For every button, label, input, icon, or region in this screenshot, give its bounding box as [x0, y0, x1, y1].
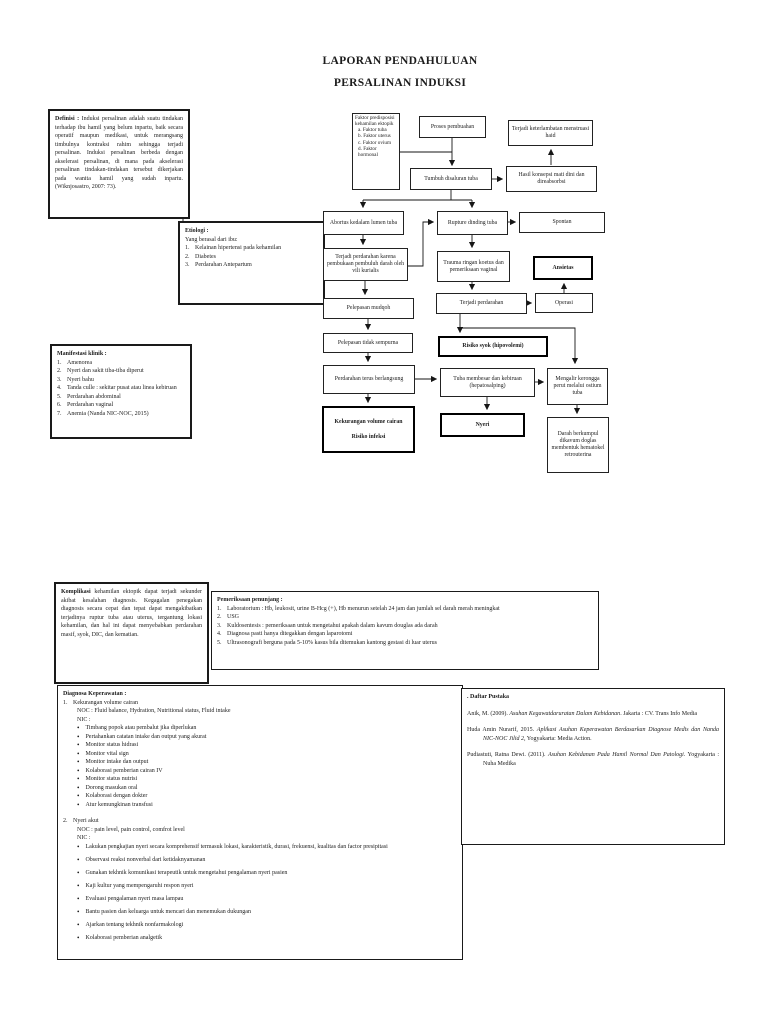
- pemeriksaan-list: 1. Laboratorium : Hb, leukosit, urine B-…: [217, 605, 593, 648]
- list-item: 1. Laboratorium : Hb, leukosit, urine B-…: [217, 605, 500, 612]
- bullet-item: Kolaborasi pemberian cairan IV: [77, 767, 457, 776]
- flowchart-node-abortus: Abortus kedalam lumen tuba: [323, 211, 404, 235]
- list-item: 2. Diabetes: [185, 253, 216, 260]
- definisi-text: Induksi persalinan adalah suatu tindakan…: [55, 116, 184, 191]
- list-item: 5. Ultrasonografi berguna pada 5-10% kas…: [217, 639, 438, 646]
- etiologi-list: 1. Kelainan hipertensi pada kehamilan 2.…: [185, 244, 318, 270]
- flowchart-node-ansietas: Ansietas: [533, 256, 593, 280]
- manifestasi-list: 1. Amenorea 2. Nyeri dan sakit tiba-tiba…: [57, 359, 185, 419]
- etiologi-intro: Yang berasal dari ibu:: [185, 236, 238, 243]
- definisi-box: Definisi : Induksi persalinan adalah sua…: [48, 109, 190, 219]
- flowchart-node-risiko-syok: Risiko syok (hipovolemi): [438, 336, 548, 357]
- bullet-item: Monitor status hidrasi: [77, 741, 457, 750]
- reference-item: Anik, M. (2009). Asuhan Kegawatdaruratan…: [467, 710, 698, 717]
- etiologi-box: Etiologi : Yang berasal dari ibu: 1. Kel…: [178, 221, 325, 305]
- list-item: 5. Perdarahan abdominal: [57, 393, 121, 400]
- flowchart-node-keterlambatan-menstruasi: Terjadi keterlambatan menstruasi haid: [508, 120, 593, 146]
- flowchart-node-operasi: Operasi: [535, 293, 593, 313]
- reference-item: Huda Amin Nurarif, 2015. Aplikasi Asuhan…: [467, 727, 719, 742]
- manifestasi-box: Manifestasi klinik : 1. Amenorea 2. Nyer…: [50, 344, 192, 439]
- diagnosa-box: Diagnosa Keperawatan : 1. Kekurangan vol…: [57, 685, 463, 960]
- flowchart-node-perdarahan-terus: Perdarahan terus berlangsung: [323, 365, 415, 394]
- diagnosa-label: Diagnosa Keperawatan :: [63, 691, 127, 697]
- flowchart-node-nyeri: Nyeri: [440, 413, 525, 437]
- bullet-item: Ajarkan tentang tekhnik nonfarmakologi: [77, 921, 457, 930]
- pemeriksaan-box: Pemeriksaan penunjang : 1. Laboratorium …: [211, 591, 599, 670]
- bullet-item: Monitor status nutrisi: [77, 775, 457, 784]
- pustaka-box: . Daftar Pustaka Anik, M. (2009). Asuhan…: [461, 688, 725, 845]
- flowchart-node-proses-pembuahan: Proses pembuahan: [419, 116, 486, 138]
- list-item: 1. Amenorea: [57, 359, 92, 366]
- bullet-item: Monitor intake dan output: [77, 758, 457, 767]
- bullet-item: Kolaborasi dengan dokter: [77, 792, 457, 801]
- list-item: 3. Kuldosentesis : pemeriksaan untuk men…: [217, 622, 438, 629]
- flowchart-node-kekurangan-volume-cairan: Kekurangan volume cairan Risiko infeksi: [322, 406, 415, 453]
- list-item: 4. Diagnosa pasti hanya ditegakkan denga…: [217, 631, 353, 638]
- flowchart-node-terjadi-perdarahan: Terjadi perdarahan: [436, 293, 527, 314]
- pustaka-label: . Daftar Pustaka: [467, 694, 510, 700]
- komplikasi-text: kehamilan ektopik dapat terjadi sekunder…: [61, 589, 202, 638]
- node-list-item: b. Faktor uterus: [358, 133, 391, 140]
- bullet-item: Evaluasi pengalaman nyeri masa lampau: [77, 895, 457, 904]
- etiologi-label: Etiologi :: [185, 228, 209, 234]
- list-item: 7. Anemia (Nanda NIC-NOC, 2015): [57, 410, 149, 417]
- flowchart-node-rupture-dinding-tuba: Rupture dinding tuba: [437, 211, 508, 235]
- bullet-item: Observasi reaksi nonverbal dari ketidakn…: [77, 856, 457, 865]
- definisi-label: Definisi :: [55, 116, 80, 122]
- reference-item: Pudiastuti, Ratna Dewi. (2011). Asuhan K…: [467, 752, 719, 767]
- pustaka-list: Anik, M. (2009). Asuhan Kegawatdaruratan…: [467, 710, 719, 769]
- diagnosa-item-1: 1. Kekurangan volume cairan NOC : Fluid …: [63, 699, 457, 810]
- flowchart-node-mengalir-kerongga-perut: Mengalir kerongga perut melalui ostium t…: [547, 368, 608, 405]
- list-item: 4. Tanda culle : sekitar pusat atau line…: [57, 385, 177, 392]
- flowchart-node-pelepasan-mudqoh: Pelepasan mudqoh: [323, 298, 414, 319]
- bullet-item: Atur kemungkinan transfusi: [77, 801, 457, 810]
- page-title: LAPORAN PENDAHULUAN PERSALINAN INDUKSI: [32, 55, 768, 99]
- list-item: 1. Kelainan hipertensi pada kehamilan: [185, 245, 282, 252]
- bullet-item: Bantu pasien dan keluarga untuk mencari …: [77, 908, 457, 917]
- list-item: 2. Nyeri dan sakit tiba-tiba diperut: [57, 368, 144, 375]
- flowchart-node-perdarahan-vili: Terjadi perdarahan karena pembukaan pemb…: [323, 248, 408, 281]
- flowchart-node-pelepasan-tidak-sempurna: Pelepasan tidak sempurna: [323, 333, 413, 353]
- title-line-1: LAPORAN PENDAHULUAN: [322, 55, 478, 67]
- komplikasi-box: Komplikasi kehamilan ektopik dapat terja…: [54, 582, 209, 684]
- flowchart-node-hasil-konsepsi: Hasil konsepsi mati dini dan direabsorbs…: [506, 166, 597, 192]
- node-list-item: d. Faktor hormonal: [358, 145, 378, 158]
- node-text: Faktor predisposisi kehamilan ektopik: [355, 115, 395, 128]
- komplikasi-label: Komplikasi: [61, 589, 91, 595]
- flowchart-node-trauma-ringan: Trauma ringan koetus dan pemeriksaan vag…: [437, 251, 510, 282]
- list-item: 3. Nyeri bahu: [57, 376, 94, 383]
- node-list-item: a. Faktor tuba: [358, 127, 387, 134]
- pemeriksaan-label: Pemeriksaan penunjang :: [217, 597, 283, 603]
- flowchart-node-darah-berkumpul: Darah berkumpul dikavum doglas membentuk…: [547, 417, 609, 473]
- list-item: 6. Perdarahan vaginal: [57, 402, 114, 409]
- manifestasi-label: Manifestasi klinik :: [57, 351, 107, 357]
- bullet-item: Kaji kultur yang mempengaruhi respon nye…: [77, 882, 457, 891]
- list-item: 3. Perdarahan Antepartum: [185, 262, 252, 269]
- flowchart-node-spontan: Spontan: [519, 212, 605, 233]
- title-line-2: PERSALINAN INDUKSI: [333, 77, 467, 89]
- bullet-item: Pertahankan catatan intake dan output ya…: [77, 733, 457, 742]
- bullet-item: Kolaborasi pemberian analgetik: [77, 934, 457, 943]
- flowchart-node-faktor-predisposisi: Faktor predisposisi kehamilan ektopik a.…: [352, 113, 400, 190]
- node-list-item: c. Faktor ovium: [358, 139, 391, 146]
- flowchart-node-tumbuh-disaluran-tuba: Tumbuh disaluran tuba: [410, 168, 492, 190]
- bullet-item: Monitor vital sign: [77, 750, 457, 759]
- diagnosa-item-2: 2. Nyeri akut NOC : pain level, pain con…: [63, 817, 457, 942]
- flowchart-node-tuba-membesar: Tuba membesar dan kebiruan (hepatosalpin…: [440, 368, 535, 397]
- bullet-item: Gunakan tekhnik komunikasi terapeutik un…: [77, 869, 457, 878]
- bullet-item: Lakukan pengkajian nyeri secara komprehe…: [77, 843, 457, 852]
- bullet-item: Timbang popok atau pembalut jika diperlu…: [77, 724, 457, 733]
- list-item: 2. USG: [217, 614, 240, 621]
- bullet-item: Dorong masukan oral: [77, 784, 457, 793]
